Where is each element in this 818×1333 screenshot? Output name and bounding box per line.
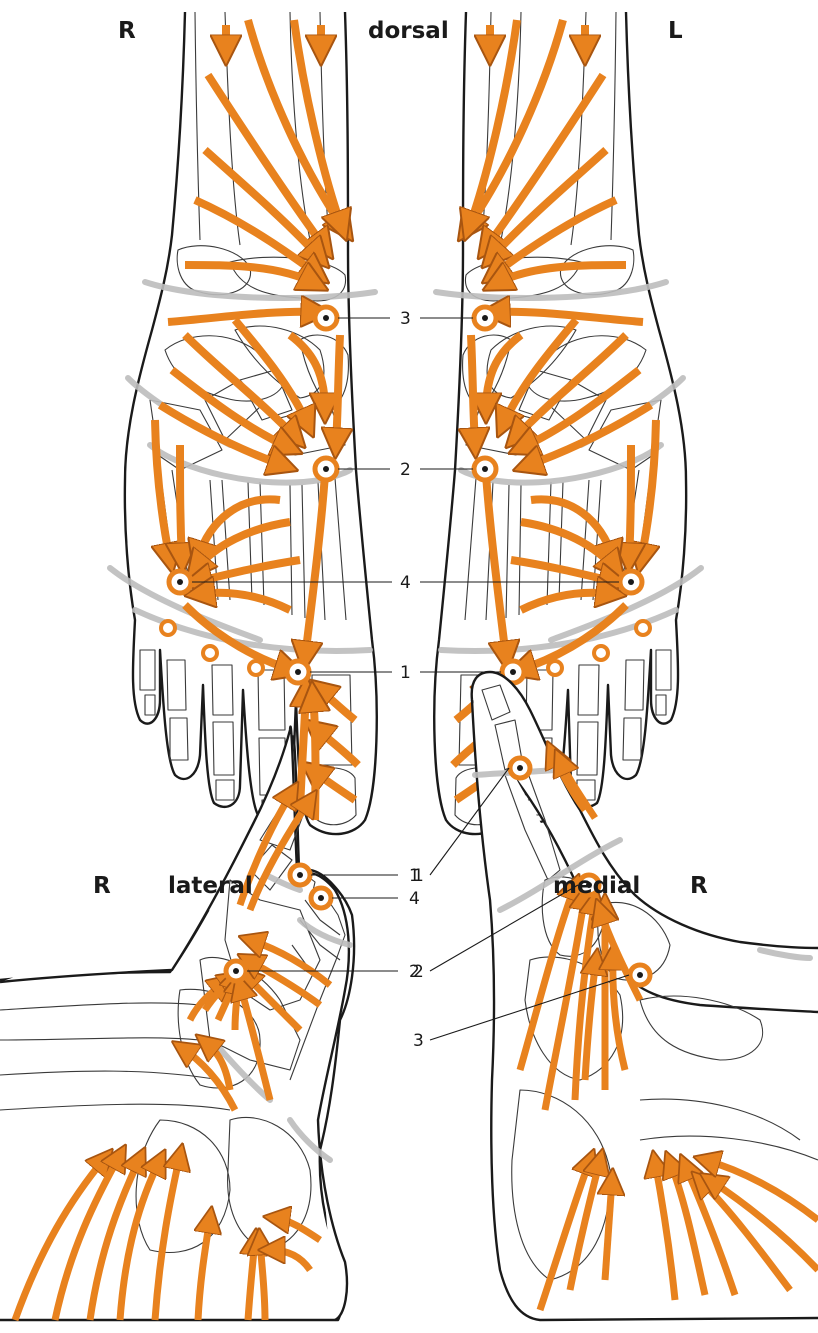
lymph-node-icon (315, 307, 337, 329)
medial-node-label-2: 2 (413, 962, 424, 982)
side-label-lateral: R (93, 873, 111, 899)
lymph-node-icon (474, 307, 496, 329)
small-node-icon (594, 646, 608, 660)
view-title-dorsal: dorsal (368, 18, 449, 44)
view-title-lateral: lateral (168, 873, 253, 899)
node-label-4: 4 (400, 573, 411, 593)
lymph-node-icon (287, 661, 309, 683)
lymph-node-icon (510, 758, 530, 778)
lymph-node-icon (630, 965, 650, 985)
small-node-icon (548, 661, 562, 675)
view-title-medial: medial (553, 873, 640, 899)
lymph-node-icon (315, 458, 337, 480)
side-label-left: L (668, 18, 683, 44)
small-node-icon (203, 646, 217, 660)
lymph-node-icon (169, 571, 191, 593)
node-label-2: 2 (400, 460, 411, 480)
lymph-node-icon (290, 865, 310, 885)
lymph-node-icon (474, 458, 496, 480)
lymph-node-icon (620, 571, 642, 593)
side-label-medial: R (690, 873, 708, 899)
lateral-node-label-4: 4 (409, 889, 420, 909)
node-label-1: 1 (400, 663, 411, 683)
lymph-node-icon (226, 961, 246, 981)
node-label-3: 3 (400, 309, 411, 329)
side-label-right: R (118, 18, 136, 44)
medial-node-label-1: 1 (413, 866, 424, 886)
small-node-icon (249, 661, 263, 675)
small-node-icon (161, 621, 175, 635)
lymph-node-icon (311, 888, 331, 908)
medial-node-label-3: 3 (413, 1031, 424, 1051)
small-node-icon (636, 621, 650, 635)
dorsal-right-foot (110, 12, 377, 834)
